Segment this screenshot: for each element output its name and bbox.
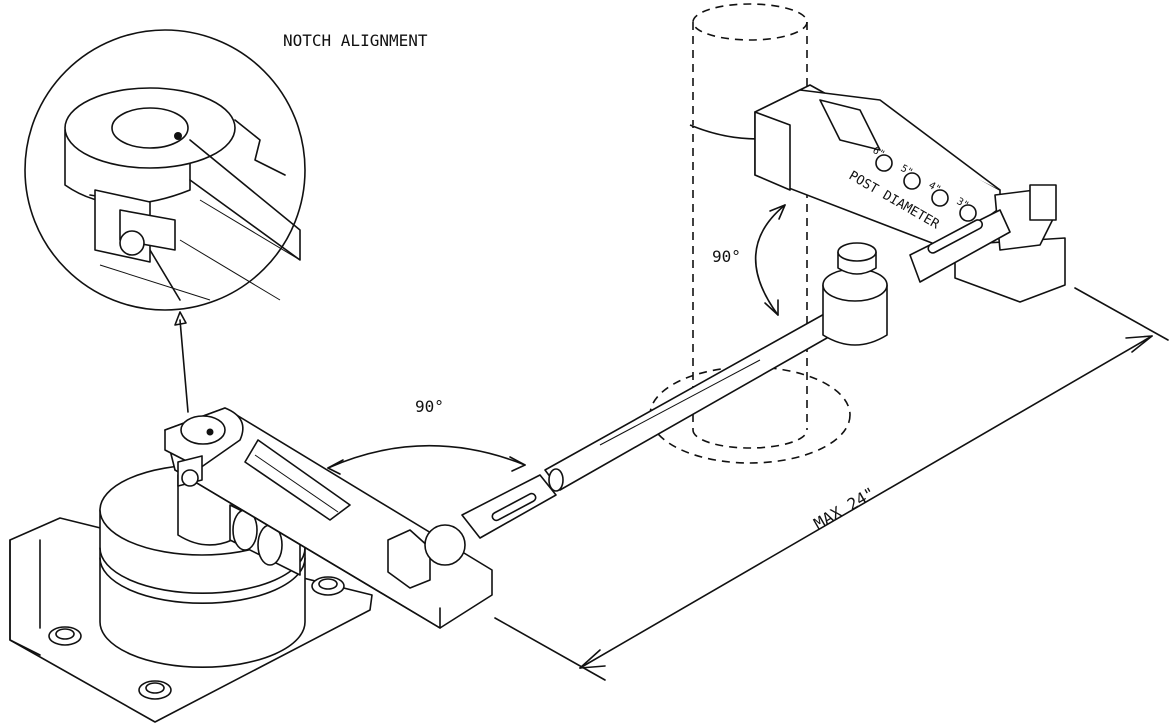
post-clamp: POST DIAMETER 6" 5" 4" 3"	[689, 84, 1066, 303]
size-3-label: 3"	[955, 196, 971, 212]
angle-label-top: 90°	[712, 247, 741, 266]
swing-arm	[164, 407, 493, 629]
size-6-label: 6"	[871, 145, 887, 161]
size-5-label: 5"	[899, 163, 915, 179]
measuring-rod	[461, 307, 849, 539]
rod-collar	[822, 242, 888, 346]
angle-arrow-bottom	[327, 444, 526, 475]
size-4-label: 4"	[927, 180, 943, 196]
detail-callout	[24, 29, 306, 413]
max-length-label: MAX 24"	[811, 483, 879, 533]
angle-arrow-top	[754, 204, 786, 316]
notch-alignment-label: NOTCH ALIGNMENT	[283, 31, 428, 50]
dimension-line	[494, 287, 1169, 681]
angle-label-bottom: 90°	[415, 397, 444, 416]
